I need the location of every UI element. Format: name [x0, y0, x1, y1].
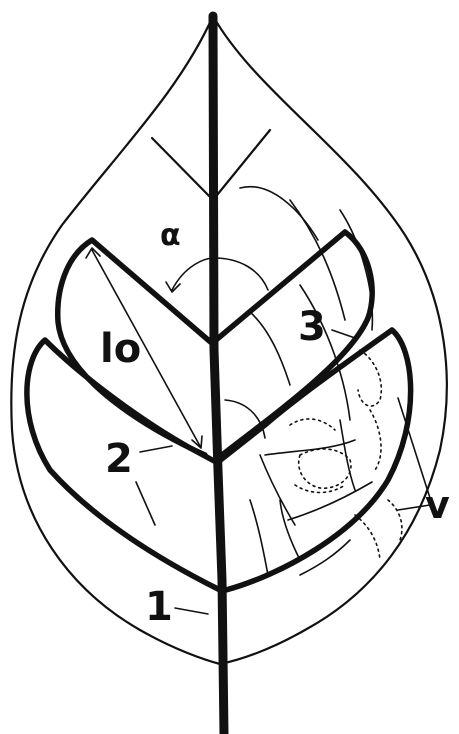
angle-arc — [172, 258, 268, 290]
tertiary-vein — [280, 500, 300, 560]
veinlet-dotted — [370, 410, 381, 470]
pointer-order-3 — [332, 330, 355, 338]
label-order-1: 1 — [145, 584, 173, 630]
tertiary-vein — [340, 420, 355, 490]
apical-vein-left — [152, 138, 213, 200]
tertiary-vein — [250, 312, 290, 385]
label-alpha: α — [160, 218, 181, 253]
pointer-order-2-lower — [136, 482, 155, 525]
tertiary-vein — [240, 187, 318, 240]
tertiary-vein — [260, 455, 295, 525]
label-veinlets: v — [425, 483, 450, 527]
label-lo: lo — [100, 326, 141, 372]
tertiary-vein — [250, 500, 268, 575]
label-order-3: 3 — [298, 304, 326, 350]
veinlet-dotted — [299, 449, 351, 488]
veinlet-dotted — [388, 500, 402, 540]
apical-vein-right — [213, 130, 270, 200]
veinlet-dotted — [290, 419, 335, 430]
tertiary-vein — [290, 200, 345, 320]
veinlet-dotted — [355, 515, 380, 560]
secondary-vein-upper-right — [216, 232, 372, 455]
pointer-order-2 — [140, 446, 172, 452]
secondary-vein-lower-right — [218, 330, 411, 590]
label-order-2: 2 — [105, 436, 133, 482]
midrib — [213, 16, 224, 734]
veinlet-dotted — [358, 350, 381, 406]
pointer-order-1 — [175, 608, 208, 614]
